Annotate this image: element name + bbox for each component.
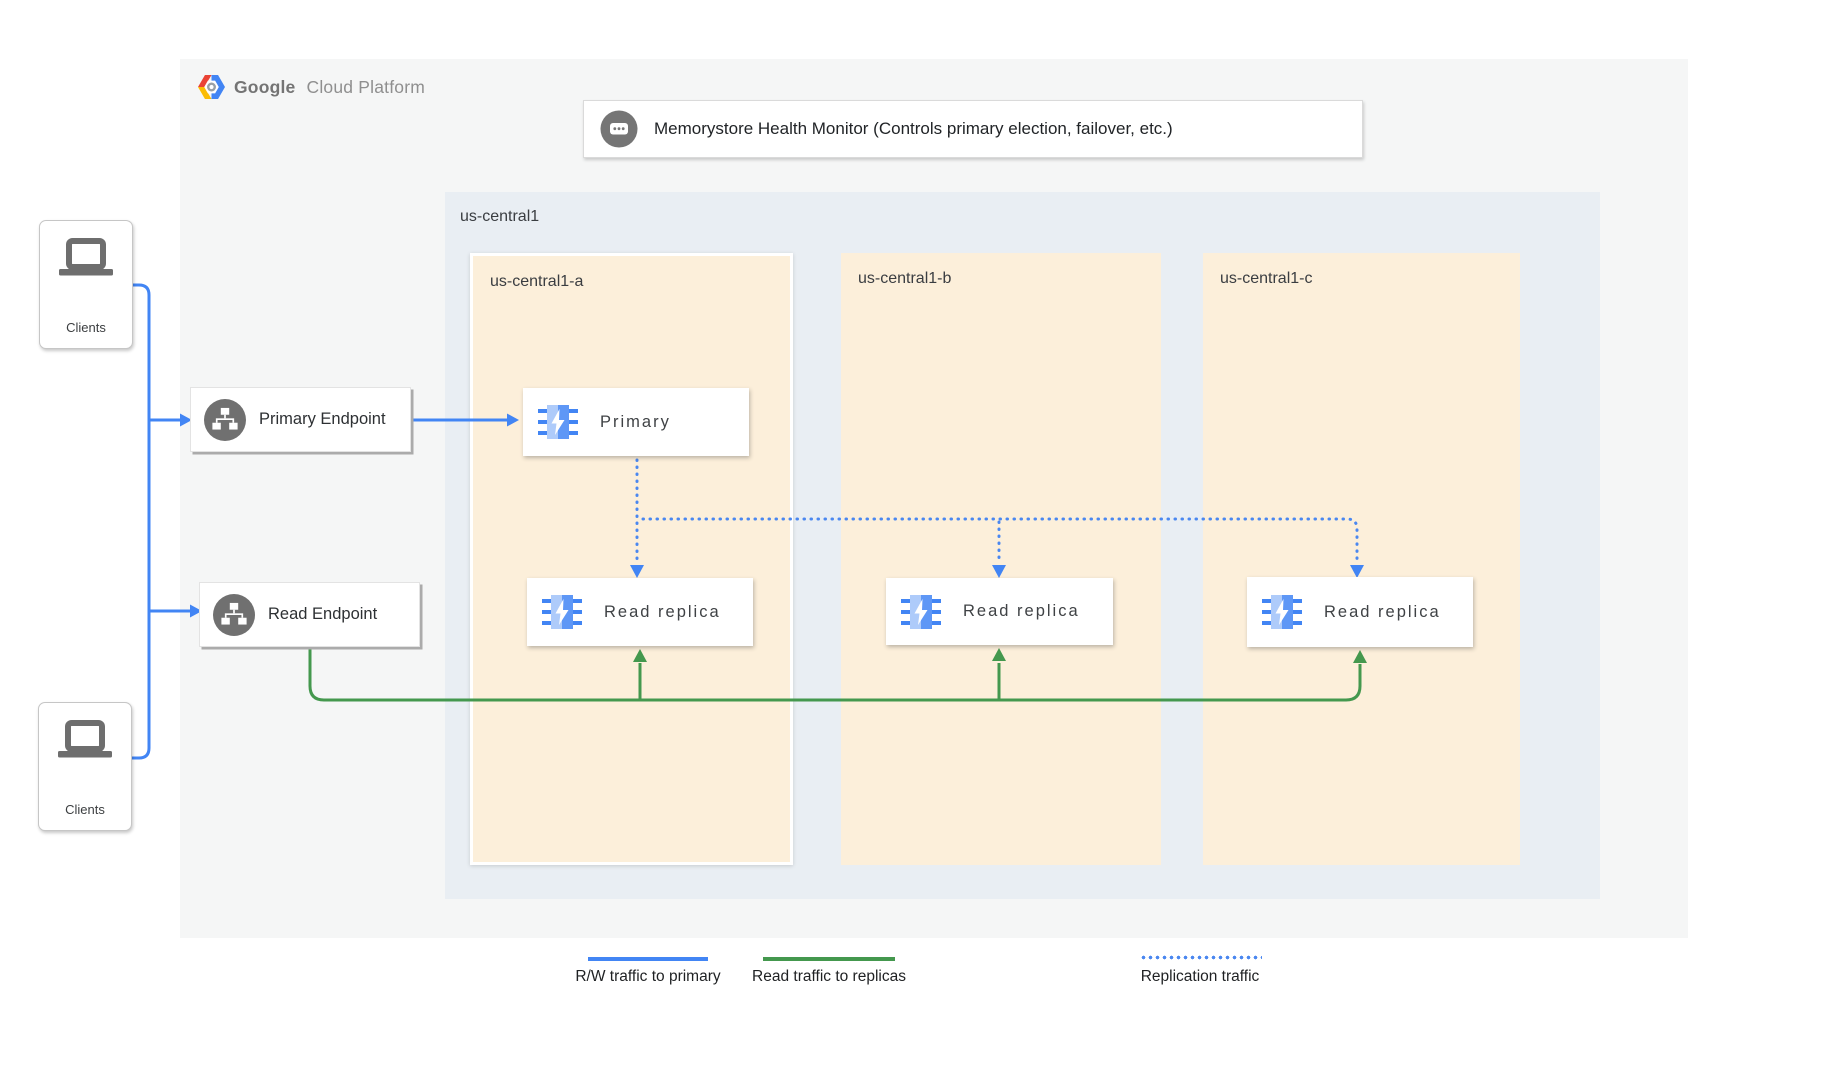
- laptop-icon: [59, 238, 113, 276]
- clients-box-top: Clients: [39, 220, 133, 349]
- gcp-brand: Google Cloud Platform: [198, 75, 425, 99]
- network-sitemap-icon: [204, 398, 246, 441]
- health-monitor-box: Memorystore Health Monitor (Controls pri…: [583, 100, 1363, 158]
- read-replica-a-box: Read replica: [527, 578, 753, 646]
- zone-b-label: us-central1-b: [858, 270, 952, 287]
- primary-endpoint-box: Primary Endpoint: [190, 387, 411, 452]
- legend-rw-label: R/W traffic to primary: [575, 968, 721, 985]
- zone-a-label: us-central1-a: [490, 273, 584, 290]
- clients-bus-line: [130, 283, 151, 760]
- legend-read-label: Read traffic to replicas: [752, 968, 906, 985]
- memorystore-icon: [901, 594, 941, 629]
- clients-bottom-label: Clients: [65, 802, 105, 817]
- memorystore-icon: [538, 405, 578, 439]
- legend-replication-line: [1140, 955, 1262, 960]
- read-endpoint-box: Read Endpoint: [199, 582, 420, 647]
- laptop-icon: [58, 720, 112, 758]
- zone-us-central1-c: us-central1-c: [1203, 253, 1520, 865]
- read-replica-a-label: Read replica: [604, 602, 721, 621]
- read-replica-b-label: Read replica: [963, 602, 1080, 620]
- memorystore-icon: [1262, 595, 1302, 629]
- clients-box-bottom: Clients: [38, 702, 132, 831]
- legend-rw-line: [588, 957, 708, 961]
- primary-endpoint-label: Primary Endpoint: [259, 410, 386, 428]
- read-endpoint-label: Read Endpoint: [268, 605, 378, 623]
- health-monitor-label: Memorystore Health Monitor (Controls pri…: [654, 119, 1173, 138]
- clients-top-label: Clients: [66, 320, 106, 335]
- zone-us-central1-a: us-central1-a: [470, 253, 793, 865]
- gcp-logo-icon: [198, 75, 225, 99]
- zone-c-label: us-central1-c: [1220, 270, 1313, 287]
- zone-us-central1-b: us-central1-b: [841, 253, 1161, 865]
- primary-node-label: Primary: [600, 412, 671, 431]
- legend-read-line: [763, 957, 895, 961]
- brand-google-text: Google: [234, 76, 296, 97]
- legend-replication-label: Replication traffic: [1140, 968, 1260, 985]
- region-label: us-central1: [460, 208, 540, 225]
- read-replica-c-label: Read replica: [1324, 602, 1441, 621]
- network-sitemap-icon: [213, 593, 255, 636]
- read-replica-c-box: Read replica: [1247, 577, 1473, 647]
- brand-cloud-platform-text: Cloud Platform: [306, 76, 426, 97]
- memorystore-icon: [542, 595, 582, 629]
- primary-node-box: Primary: [523, 388, 749, 456]
- read-replica-b-box: Read replica: [886, 578, 1113, 645]
- chat-dots-icon: [600, 110, 638, 148]
